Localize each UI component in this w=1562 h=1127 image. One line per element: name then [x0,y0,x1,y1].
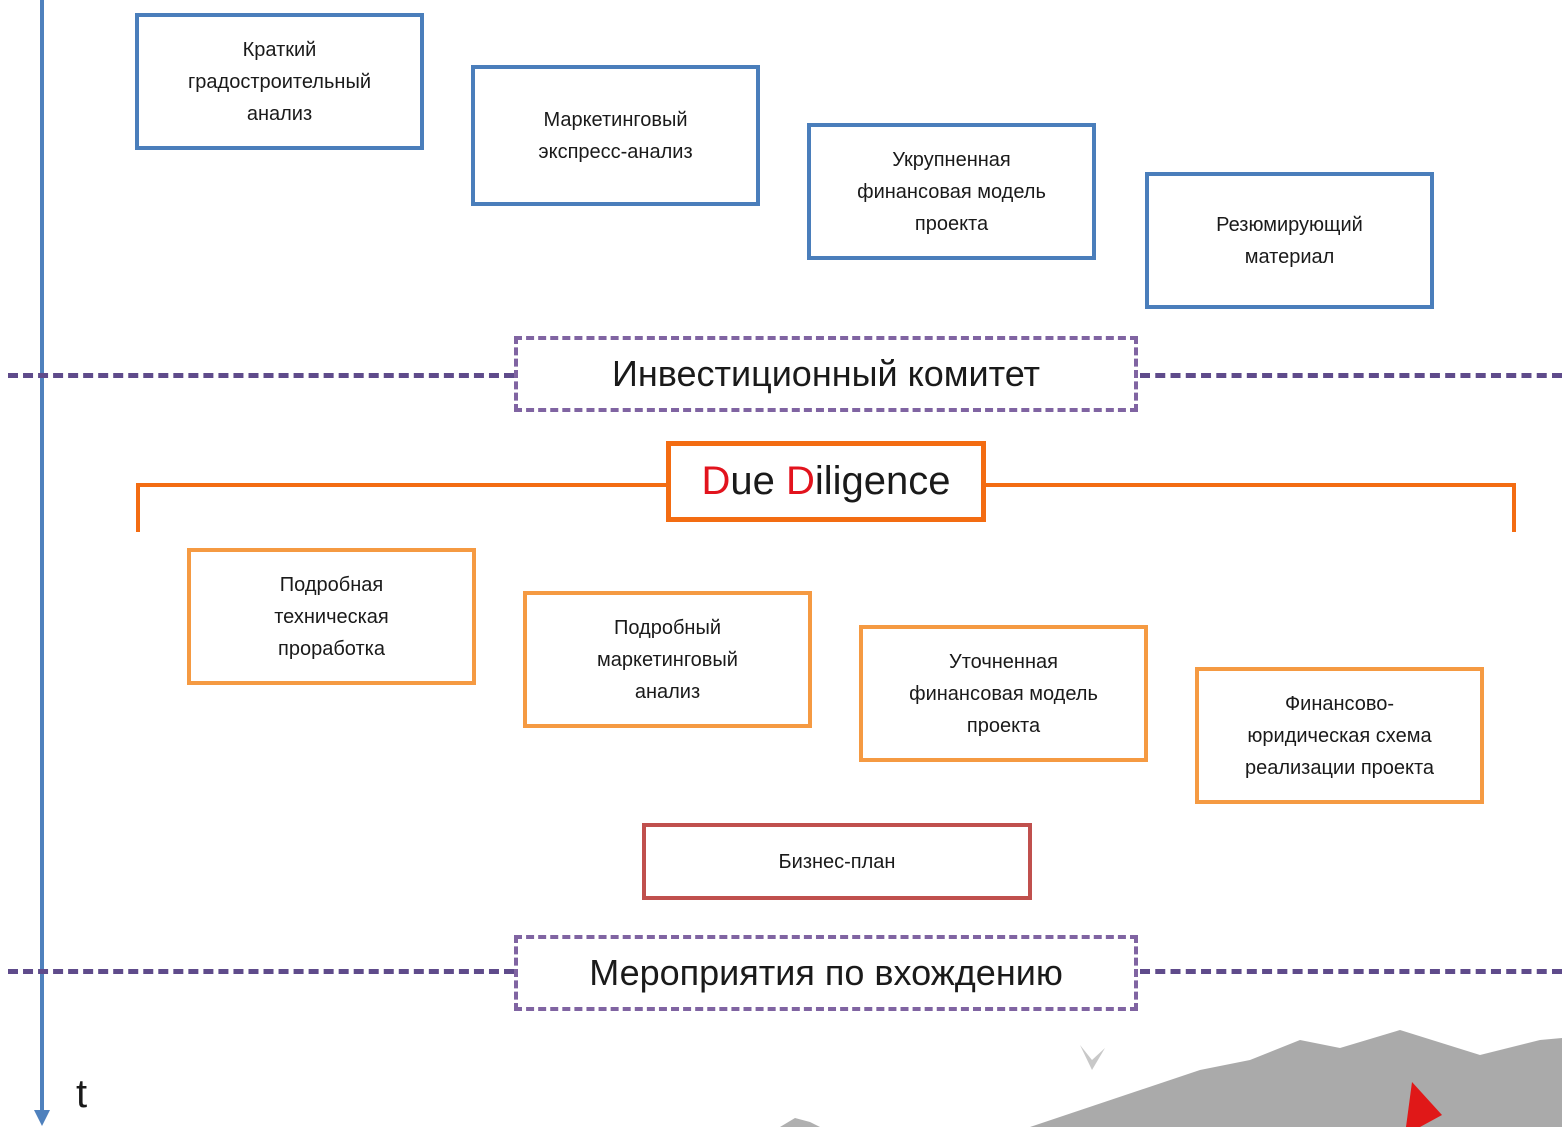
due-diligence-bracket [136,483,1516,532]
due-diligence-text-2: iligence [814,459,951,503]
milestone-line-right [1140,373,1562,378]
stage1-box-marketing-express: Маркетинговый экспресс-анализ [471,65,760,206]
bird-icon [1080,1045,1105,1070]
stage1-box-summary: Резюмирующий материал [1145,172,1434,309]
due-diligence-letter-d2: D [785,459,815,503]
stage2-box-financial-model: Уточненная финансовая модель проекта [859,625,1148,762]
stage2-box-legal-scheme: Финансово- юридическая схема реализации … [1195,667,1484,804]
milestone-line-left [8,373,514,378]
stage2-box-marketing: Подробный маркетинговый анализ [523,591,812,728]
due-diligence-letter-d1: D [701,459,731,503]
milestone-investment-committee: Инвестиционный комитет [514,336,1138,412]
milestone-line-left [8,969,514,974]
stage1-box-urban-analysis: Краткий градостроительный анализ [135,13,424,150]
milestone-line-right [1140,969,1562,974]
stage1-box-financial-model: Укрупненная финансовая модель проекта [807,123,1096,260]
logo-flag-icon [1406,1082,1442,1127]
due-diligence-text-1: ue [730,459,786,503]
timeline-axis-label: t [76,1072,88,1116]
business-plan-box: Бизнес-план [642,823,1032,900]
timeline-axis [34,0,50,1126]
mountain-background-image [780,1030,1562,1127]
stage2-box-technical: Подробная техническая проработка [187,548,476,685]
milestone-entry-activities: Мероприятия по вхождению [514,935,1138,1011]
